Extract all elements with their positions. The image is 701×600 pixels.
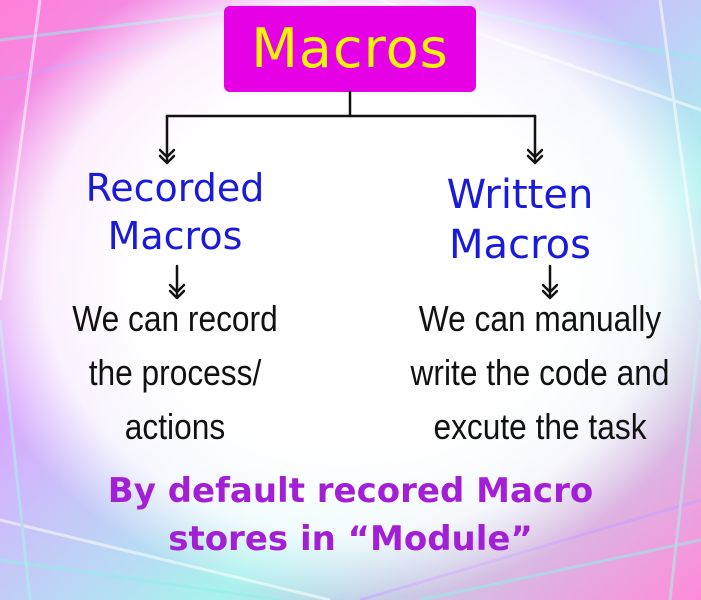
diagram-title: Macros [251,17,449,80]
branch-label-line: Macros [107,213,243,258]
right-arrowhead [526,148,544,165]
right-sub-arrowhead [541,283,559,300]
title-box: Macros [224,6,476,92]
left-sub-arrowhead [168,283,186,300]
branch-label-recorded: Recorded Macros [60,165,290,260]
branch-label-written: Written Macros [400,170,640,270]
description-line: excute the task [433,406,647,447]
footer-note: By default recored Macro stores in “Modu… [0,467,701,563]
description-line: We can record [72,298,278,339]
description-written: We can manually write the code and excut… [395,292,685,454]
description-line: We can manually [418,298,662,339]
description-line: actions [124,406,226,447]
branch-label-line: Written [446,172,594,218]
description-line: write the code and [410,352,670,393]
branch-label-line: Recorded [85,166,265,210]
description-recorded: We can record the process/ actions [39,292,312,454]
footer-line: stores in “Module” [168,519,533,559]
footer-line: By default recored Macro [107,471,594,511]
description-line: the process/ [88,352,262,393]
branch-label-line: Macros [449,222,591,268]
left-arrowhead [158,148,176,165]
